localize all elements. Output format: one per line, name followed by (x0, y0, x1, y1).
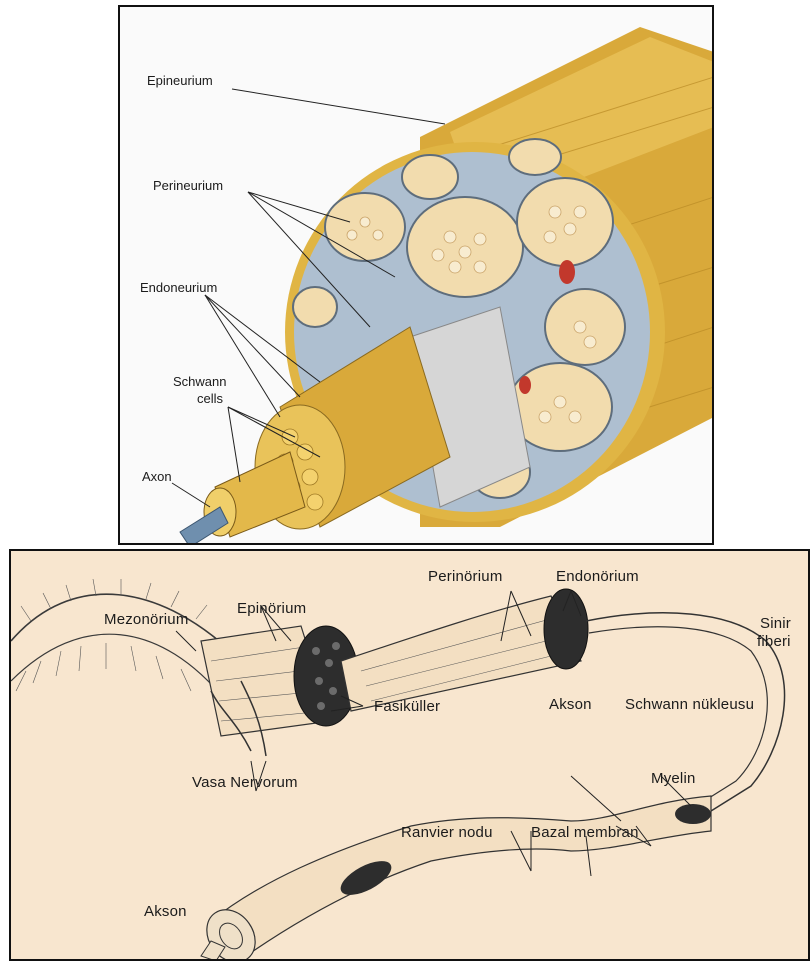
label-perineurium: Perineurium (153, 179, 223, 192)
nerve-cross-section-illustration: Epineurium Perineurium Endoneurium Schwa… (118, 5, 714, 545)
label-endoneurium: Endoneurium (140, 281, 217, 294)
label-perinorium: Perinörium (428, 569, 503, 584)
schwann-nucleus (675, 804, 711, 824)
label-akson-lower: Akson (144, 904, 187, 919)
label-fasikuller: Fasiküller (374, 699, 440, 714)
label-vasa-nervorum: Vasa Nervorum (192, 775, 298, 790)
fascicle-branch (341, 596, 581, 711)
label-endonorium: Endonörium (556, 569, 639, 584)
label-schwann-cells-line1: Schwann (173, 375, 226, 388)
label-schwann-nukleusu: Schwann nükleusu (625, 697, 754, 712)
label-epinorium: Epinörium (237, 601, 306, 616)
label-schwann-cells-line2: cells (197, 392, 223, 405)
label-epineurium: Epineurium (147, 74, 213, 87)
label-axon: Axon (142, 470, 172, 483)
label-sinir-fiberi-line1: Sinir (760, 616, 791, 631)
label-bazal-membran: Bazal membran (531, 825, 639, 840)
nerve-anatomy-sketch: Perinörium Endonörium Mezonörium Epinöri… (9, 549, 810, 961)
label-ranvier-nodu: Ranvier nodu (401, 825, 493, 840)
label-myelin: Myelin (651, 771, 696, 786)
endoneurium-cut-face (544, 589, 588, 669)
schwann-fiber (211, 796, 711, 956)
label-sinir-fiberi-line2: fiberi (757, 634, 791, 649)
label-mezonorium: Mezonörium (104, 612, 189, 627)
label-akson-upper: Akson (549, 697, 592, 712)
